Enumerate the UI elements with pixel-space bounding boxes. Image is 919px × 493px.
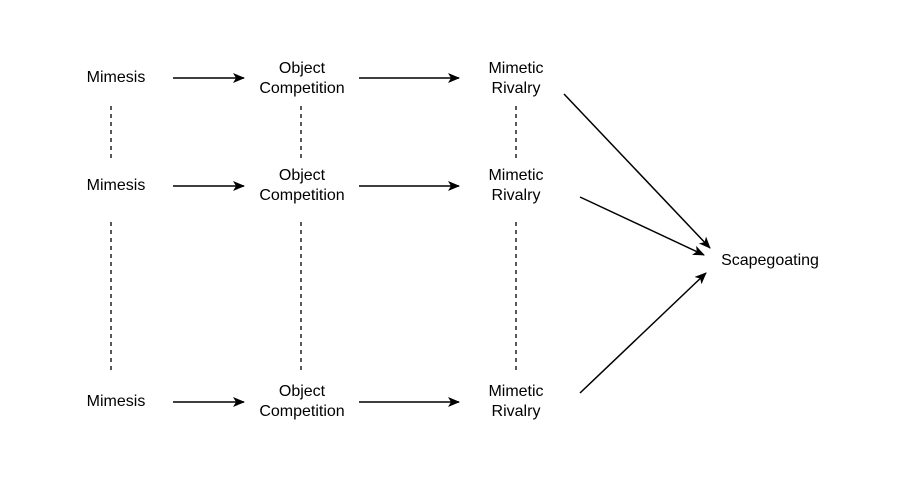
mimesis-label-row3: Mimesis [86, 393, 146, 410]
mimetic-rivalry-line1: Mimetic [488, 383, 544, 400]
mimetic-rivalry-line1: Mimetic [488, 167, 544, 184]
mimetic-rivalry-line2: Rivalry [491, 80, 541, 97]
object-competition-label-row2: Object Competition [237, 166, 367, 206]
object-competition-line2: Competition [259, 403, 345, 420]
object-competition-line1: Object [278, 383, 326, 400]
object-competition-line2: Competition [259, 187, 345, 204]
arrow-rivalry3-to-scapegoating [579, 272, 707, 394]
mimetic-rivalry-label-row1: Mimetic Rivalry [466, 59, 566, 99]
arrow-rivalry1-to-scapegoating [563, 93, 711, 249]
mimesis-label-row2: Mimesis [86, 177, 146, 194]
object-competition-line1: Object [278, 167, 326, 184]
arrow-rivalry2-to-scapegoating [579, 196, 705, 256]
mimetic-rivalry-line1: Mimetic [488, 60, 544, 77]
object-competition-label-row1: Object Competition [237, 59, 367, 99]
object-competition-line2: Competition [259, 80, 345, 97]
object-competition-label-row3: Object Competition [237, 382, 367, 422]
mimesis-label-row1: Mimesis [86, 69, 146, 86]
object-competition-line1: Object [278, 60, 326, 77]
mimetic-rivalry-label-row3: Mimetic Rivalry [466, 382, 566, 422]
scapegoating-label: Scapegoating [721, 252, 819, 269]
mimetic-rivalry-line2: Rivalry [491, 403, 541, 420]
mimetic-rivalry-label-row2: Mimetic Rivalry [466, 166, 566, 206]
mimetic-rivalry-line2: Rivalry [491, 187, 541, 204]
